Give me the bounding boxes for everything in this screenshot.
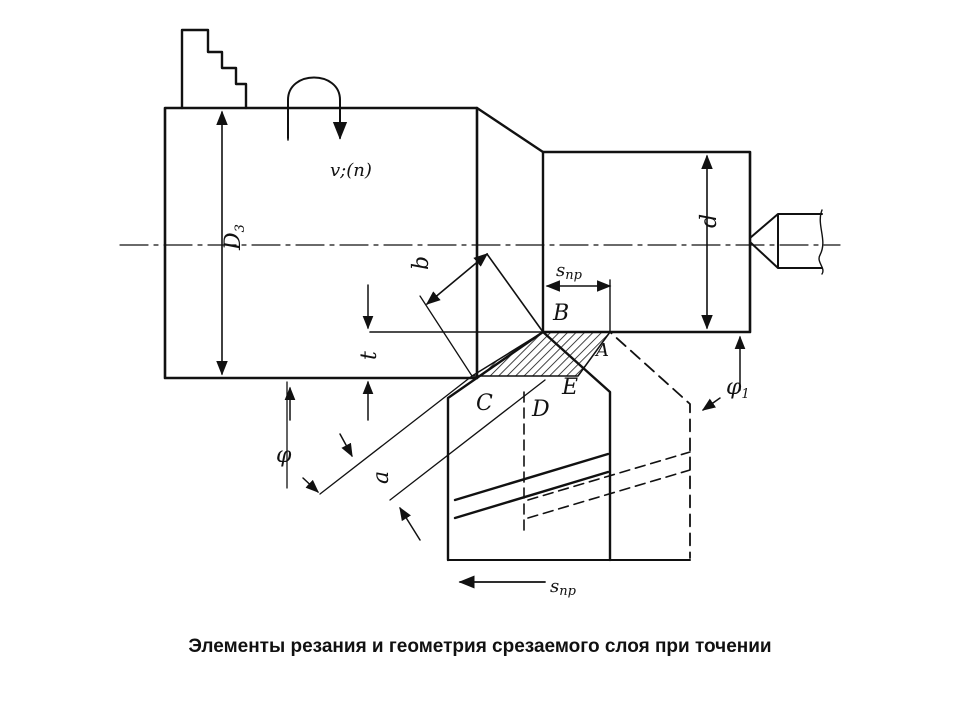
label-d-point: D [531, 397, 550, 422]
workpiece-chamfer [475, 106, 545, 334]
tool-feed-position-dashed [542, 331, 691, 559]
label-a-point: A [594, 340, 609, 361]
b-dimension-line [425, 253, 489, 305]
figure-caption: Элементы резания и геометрия срезаемого … [188, 636, 772, 657]
label-b-point: B [552, 301, 569, 326]
workpiece-large-diameter [163, 106, 479, 380]
label-v: v;(n) [330, 160, 372, 181]
a-dimension-line [339, 433, 353, 458]
label-a: a [369, 471, 394, 484]
label-c-point: C [476, 391, 493, 416]
tailstock-center [749, 213, 823, 269]
label-d: d [697, 214, 722, 228]
workpiece-small-diameter [541, 150, 752, 334]
label-d3: D3 [221, 224, 248, 251]
label-e-point: E [561, 375, 578, 400]
label-b: b [409, 256, 434, 270]
label-phi1: φ1 [726, 375, 750, 402]
label-t: t [357, 351, 382, 360]
cut-layer-hatched [471, 331, 611, 377]
turning-diagram: D3 v;(n) d b sпр B t A φ1 C E D φ a sпр [119, 28, 841, 599]
label-phi: φ [276, 443, 292, 468]
rotation-arrow [287, 76, 348, 140]
label-s-pr-top: sпр [556, 260, 583, 283]
label-s-pr-bottom: sпр [550, 576, 577, 599]
chuck-jaw [180, 28, 248, 110]
